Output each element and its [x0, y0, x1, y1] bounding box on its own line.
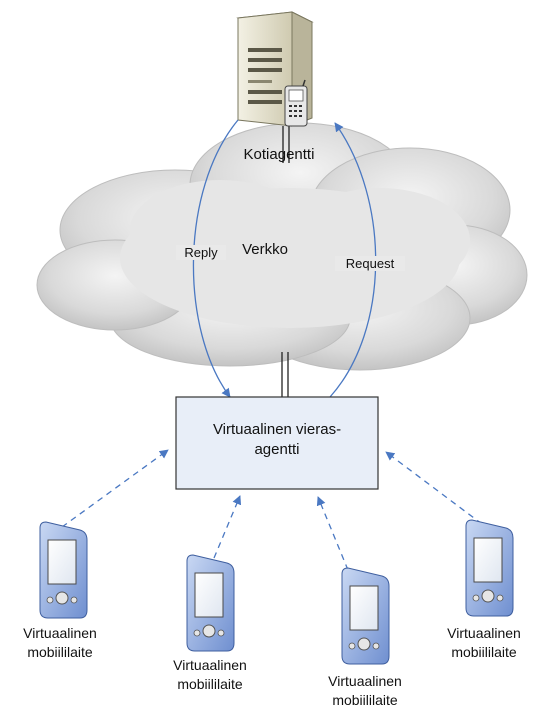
- device-label-line1: Virtuaalinen: [328, 673, 402, 689]
- mobile-device-icon: [465, 519, 514, 617]
- hub-label-line1: Virtuaalinen vieras-: [212, 421, 342, 438]
- device-label-line2: mobiililaite: [27, 644, 93, 660]
- server-cable: [282, 126, 290, 163]
- mobile-device-icon: [341, 567, 390, 665]
- hub-cable: [281, 352, 289, 397]
- device-label: Virtuaalinen mobiililaite: [150, 656, 270, 694]
- mobile-device-icon: [186, 554, 235, 652]
- hub-label: Virtuaalinen vieras- agentti: [176, 420, 378, 460]
- device-label-line2: mobiililaite: [332, 692, 398, 708]
- device-label-line2: mobiililaite: [177, 676, 243, 692]
- hub-label-line2: agentti: [254, 441, 300, 458]
- device-label: Virtuaalinen mobiililaite: [0, 624, 120, 662]
- device-label-line1: Virtuaalinen: [447, 625, 521, 641]
- cloud-icon: [36, 122, 528, 371]
- virtual-guest-agent-box: [175, 396, 379, 490]
- mobile-device-icon: [39, 521, 88, 619]
- device-label-line1: Virtuaalinen: [23, 625, 97, 641]
- network-label: Verkko: [242, 241, 288, 258]
- device-label-line2: mobiililaite: [451, 644, 517, 660]
- device-label-line1: Virtuaalinen: [173, 657, 247, 673]
- request-label: Request: [335, 256, 405, 271]
- device-label: Virtuaalinen mobiililaite: [424, 624, 544, 662]
- device-arrows: [61, 449, 483, 571]
- server-label: Kotiagentti: [243, 146, 315, 163]
- device-label: Virtuaalinen mobiililaite: [305, 672, 425, 710]
- reply-label: Reply: [176, 245, 226, 260]
- server-with-phone-icon: [236, 11, 314, 127]
